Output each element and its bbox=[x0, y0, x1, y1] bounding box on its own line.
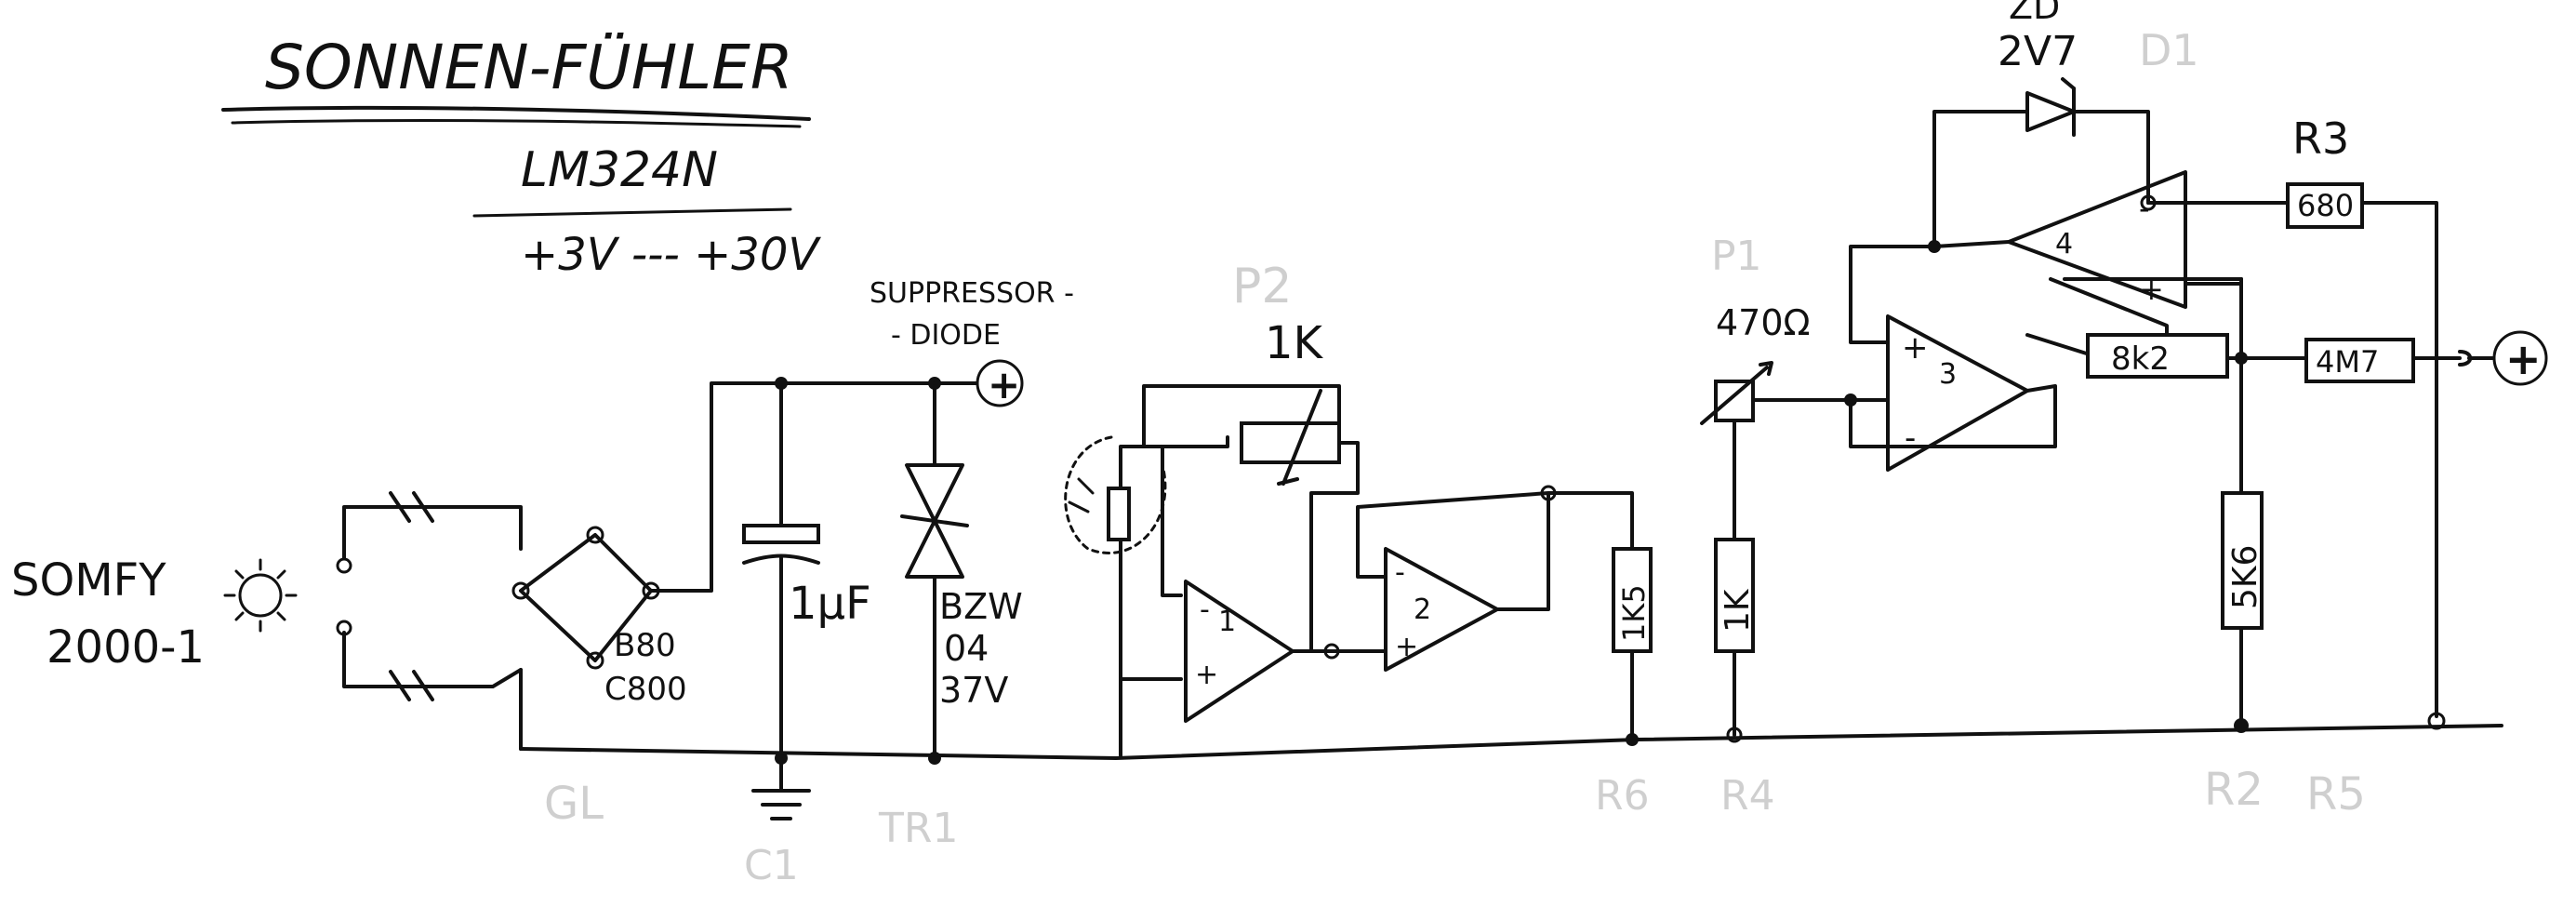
sensor-lead-bottom bbox=[342, 631, 523, 701]
faint-label-r5: R5 bbox=[2306, 768, 2366, 820]
pot-p2 bbox=[1142, 384, 1360, 653]
resistor-1k5-label: 1K5 bbox=[1616, 584, 1652, 642]
opamp-2: 2 - + bbox=[1384, 547, 1499, 672]
svg-text:+: + bbox=[1195, 659, 1218, 691]
bridge-rectifier bbox=[511, 381, 936, 751]
opamp-1: 1 - + bbox=[1184, 580, 1334, 723]
supply-label: +3V --- +30V bbox=[521, 229, 821, 281]
sensor-label-1: SOMFY bbox=[11, 554, 166, 607]
title-underline-2 bbox=[231, 118, 802, 128]
suppressor-label-1: BZW bbox=[939, 586, 1023, 627]
zener-value: 2V7 bbox=[1998, 28, 2078, 75]
title: SONNEN-FÜHLER bbox=[265, 32, 793, 103]
bridge-label-2: C800 bbox=[604, 671, 687, 708]
opamp-4: 4 - + bbox=[2007, 170, 2187, 309]
suppressor-heading-2: - DIODE bbox=[891, 319, 1001, 352]
ground-rail bbox=[519, 724, 2503, 760]
opamp-2-out-node bbox=[1540, 485, 1557, 501]
ground-icon bbox=[751, 756, 811, 820]
node-wire-8k2 bbox=[2025, 333, 2094, 357]
opamp-3-wiring bbox=[1849, 245, 2057, 448]
opamp-2-feedback bbox=[1356, 491, 1634, 611]
resistor-8k2-label: 8k2 bbox=[2111, 340, 2170, 378]
ic-label: LM324N bbox=[521, 142, 718, 198]
suppressor-label-3: 37V bbox=[939, 670, 1008, 711]
electrolytic-capacitor bbox=[742, 377, 820, 765]
plus-terminal-left: + bbox=[933, 359, 1024, 407]
photodiode bbox=[1064, 435, 1167, 554]
cap-label: 1µF bbox=[789, 578, 871, 630]
svg-text:1: 1 bbox=[1218, 606, 1236, 638]
sun-icon bbox=[223, 558, 298, 633]
svg-text:+: + bbox=[2505, 334, 2542, 384]
resistor-4m7 bbox=[2304, 338, 2473, 383]
sensor-terminal-bottom bbox=[336, 620, 352, 636]
zener-name: ZD bbox=[2009, 0, 2060, 27]
plus-terminal-right: + bbox=[2467, 330, 2548, 386]
p2-value: 1K bbox=[1265, 317, 1324, 369]
faint-label-gl: GL bbox=[544, 778, 604, 830]
sensor-lead-top bbox=[342, 491, 523, 560]
resistor-5k6 bbox=[2221, 277, 2264, 733]
opamp-3: 3 + - bbox=[1886, 314, 2029, 472]
svg-text:-: - bbox=[1395, 556, 1405, 589]
suppressor-heading-1: SUPPRESSOR - bbox=[870, 277, 1074, 310]
faint-label-d1: D1 bbox=[2139, 25, 2199, 75]
opamp-3-in-node bbox=[1844, 393, 1857, 407]
opamp-4-feedback bbox=[1932, 110, 2243, 286]
svg-text:3: 3 bbox=[1939, 358, 1957, 391]
resistor-1k-label: 1K bbox=[1719, 588, 1757, 633]
svg-text:+: + bbox=[1395, 631, 1418, 663]
faint-label-r4: R4 bbox=[1720, 772, 1775, 820]
faint-label-r6: R6 bbox=[1595, 772, 1650, 820]
svg-text:+: + bbox=[1902, 329, 1929, 367]
p2-name: P2 bbox=[1232, 259, 1292, 314]
sensor-terminal-top bbox=[336, 557, 352, 574]
svg-text:4: 4 bbox=[2055, 228, 2073, 260]
resistor-680 bbox=[2286, 182, 2446, 730]
resistor-4m7-label: 4M7 bbox=[2316, 344, 2379, 380]
resistor-5k6-label: 5K6 bbox=[2226, 545, 2264, 609]
faint-label-tr1: TR1 bbox=[878, 805, 958, 852]
ic-underline bbox=[472, 207, 792, 218]
p1-value: 470Ω bbox=[1716, 302, 1811, 343]
resistor-8k2 bbox=[2086, 333, 2308, 379]
resistor-1k bbox=[1714, 538, 1755, 743]
resistor-1k5 bbox=[1612, 547, 1653, 746]
svg-text:2: 2 bbox=[1414, 594, 1431, 626]
suppressor-label-2: 04 bbox=[944, 628, 989, 669]
faint-label-p1: P1 bbox=[1711, 233, 1762, 280]
faint-label-r2: R2 bbox=[2204, 764, 2264, 816]
opamp-4-in-node bbox=[1928, 240, 1941, 253]
r3-name: R3 bbox=[2292, 113, 2349, 164]
resistor-680-label: 680 bbox=[2297, 188, 2354, 223]
zener-diode bbox=[2025, 77, 2076, 137]
title-underline bbox=[221, 105, 811, 121]
bridge-label-1: B80 bbox=[614, 627, 676, 664]
svg-text:-: - bbox=[1200, 594, 1210, 626]
pot-p1 bbox=[1700, 361, 1852, 541]
sensor-label-2: 2000-1 bbox=[46, 621, 205, 674]
svg-text:+: + bbox=[2139, 272, 2164, 307]
svg-text:-: - bbox=[1905, 420, 1916, 457]
faint-label-c1: C1 bbox=[744, 842, 799, 889]
svg-text:+: + bbox=[988, 362, 1020, 407]
